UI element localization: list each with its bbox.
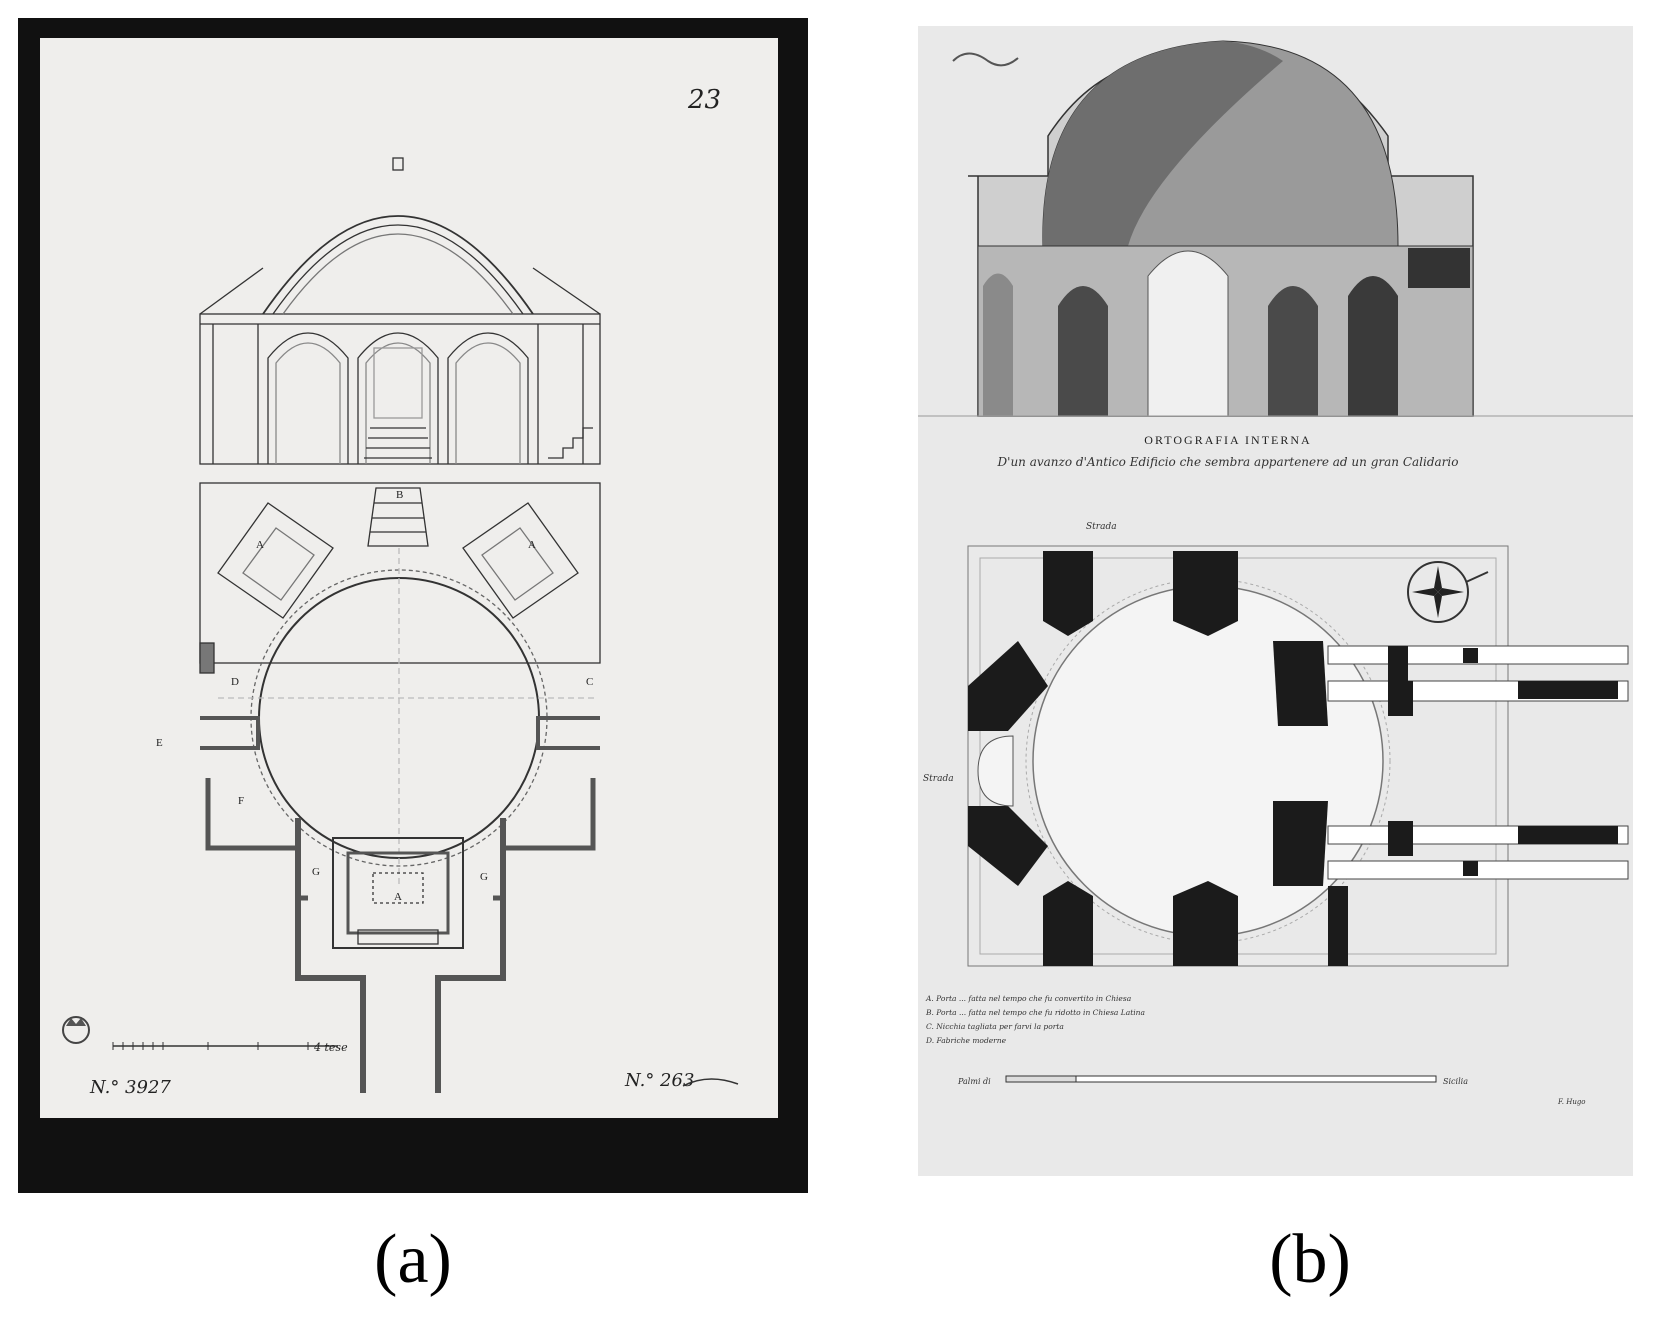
letter-gallery-right: G [480,871,488,883]
compass-rose-icon [1407,561,1489,623]
letter-niche-right: A [528,539,536,551]
scale-bar-a: 4 tese [112,1041,348,1054]
drawing-a-svg: 23 [18,18,808,1193]
plan-legend: A. Porta ... fatta nel tempo che fu conv… [925,994,1145,1045]
legend-line-c: C. Nicchia tagliata per farvi la porta [926,1022,1064,1031]
letter-top: B [396,489,403,501]
caption-a: (a) [374,1221,452,1298]
crown-stamp-icon [62,1016,90,1044]
section-elevation-b [918,40,1633,417]
scale-bar-b: Palmi di Sicilia [957,1075,1468,1086]
letter-apse: A [394,891,402,903]
page-number: 23 [687,85,721,115]
engraver-signature: F. Hugo [1557,1098,1586,1106]
inventory-number: N.° 3927 [89,1077,171,1098]
scale-left-label: Palmi di [957,1077,991,1086]
catalogue-number: N.° 263 [624,1070,694,1091]
handwritten-signature [682,1078,739,1087]
letter-left-upper: D [231,676,239,688]
legend-line-b: B. Porta ... fatta nel tempo che fu rido… [925,1008,1145,1017]
scale-text-a: 4 tese [313,1041,348,1054]
plan-drawing [199,482,601,1093]
plan-street-side: Strada [923,774,954,784]
plan-b: Strada Strada [923,522,1629,967]
engraving-subtitle: D'un avanzo d'Antico Edificio che sembra… [997,455,1459,469]
letter-far-left: E [156,737,163,749]
letter-niche-left: A [256,539,264,551]
letter-right: C [586,676,593,688]
corner-marks [952,52,1019,67]
legend-line-d: D. Fabriche moderne [925,1036,1007,1045]
drawing-b-svg: ORTOGRAFIA INTERNA D'un avanzo d'Antico … [918,26,1633,1176]
plan-letters: B D E C F G G A A A [156,489,593,903]
scale-right-label: Sicilia [1443,1077,1468,1086]
letter-left-lower: F [238,795,244,807]
legend-line-a: A. Porta ... fatta nel tempo che fu conv… [925,994,1131,1003]
drawing-panel-a: 23 [18,18,808,1193]
drawing-panel-b: ORTOGRAFIA INTERNA D'un avanzo d'Antico … [918,26,1633,1176]
caption-b: (b) [1269,1221,1351,1298]
section-drawing [199,157,601,465]
engraving-title: ORTOGRAFIA INTERNA [1144,433,1311,447]
letter-gallery-left: G [312,866,320,878]
plan-street-top: Strada [1086,522,1117,532]
